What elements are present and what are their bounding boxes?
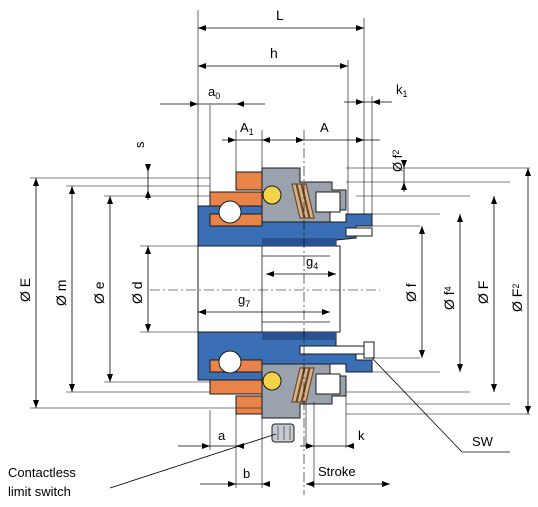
ball-top-yellow	[262, 185, 282, 205]
label-f2: Ø f2	[390, 150, 405, 172]
label-L: L	[276, 7, 284, 23]
label-stroke: Stroke	[318, 464, 356, 479]
ball-bot-yellow	[262, 371, 282, 391]
label-F: Ø F	[475, 281, 491, 304]
ball-top-white	[218, 200, 242, 224]
label-switch-line1: Contactless	[8, 465, 76, 480]
sleeve-top	[262, 238, 336, 246]
label-f4: Ø f4	[441, 286, 457, 310]
extension-lines	[30, 10, 530, 488]
hub-bore	[197, 245, 341, 333]
label-d: Ø d	[129, 281, 145, 304]
screw-bottom	[299, 345, 373, 355]
screw-head-bottom	[363, 341, 375, 359]
label-h: h	[270, 45, 278, 61]
nut-bottom	[315, 373, 341, 395]
label-g4: g4	[306, 254, 318, 271]
label-e: Ø e	[91, 281, 107, 304]
disc-springs-top	[291, 183, 315, 219]
label-F2: Ø F2	[509, 284, 525, 312]
screw-top	[345, 227, 373, 237]
bearing-ring-bot-outer	[209, 379, 263, 395]
label-A1: A1	[240, 120, 254, 137]
coupling-assembly	[197, 167, 375, 443]
label-g7: g7	[238, 292, 250, 309]
label-k1: k1	[396, 82, 408, 99]
ball-bot-white	[218, 350, 242, 374]
label-m: Ø m	[53, 280, 69, 306]
limit-switch-body	[271, 423, 295, 443]
label-a0: a0	[208, 84, 220, 101]
label-k: k	[358, 428, 365, 443]
label-s: s	[132, 141, 147, 148]
dimension-labels: L h a0 k1 A1 A s Ø f2 Ø E Ø m Ø e Ø d Ø …	[8, 7, 525, 499]
nut-top	[315, 191, 341, 213]
label-f: Ø f	[403, 283, 419, 302]
bearing-ring-top-2	[235, 171, 263, 191]
label-switch-line2: limit switch	[8, 484, 71, 499]
center-lines	[150, 130, 380, 495]
label-SW: SW	[472, 434, 494, 449]
label-A: A	[320, 120, 329, 135]
sleeve-bottom	[262, 332, 336, 340]
label-a: a	[218, 428, 226, 443]
label-b: b	[243, 466, 250, 481]
disc-springs-bottom	[291, 367, 315, 403]
label-E: Ø E	[17, 278, 33, 302]
arrow-heads	[33, 25, 531, 487]
sleeve-lines	[261, 246, 330, 332]
bearing-ring-bot-2	[235, 395, 263, 415]
limit-switch-detail	[277, 426, 291, 440]
